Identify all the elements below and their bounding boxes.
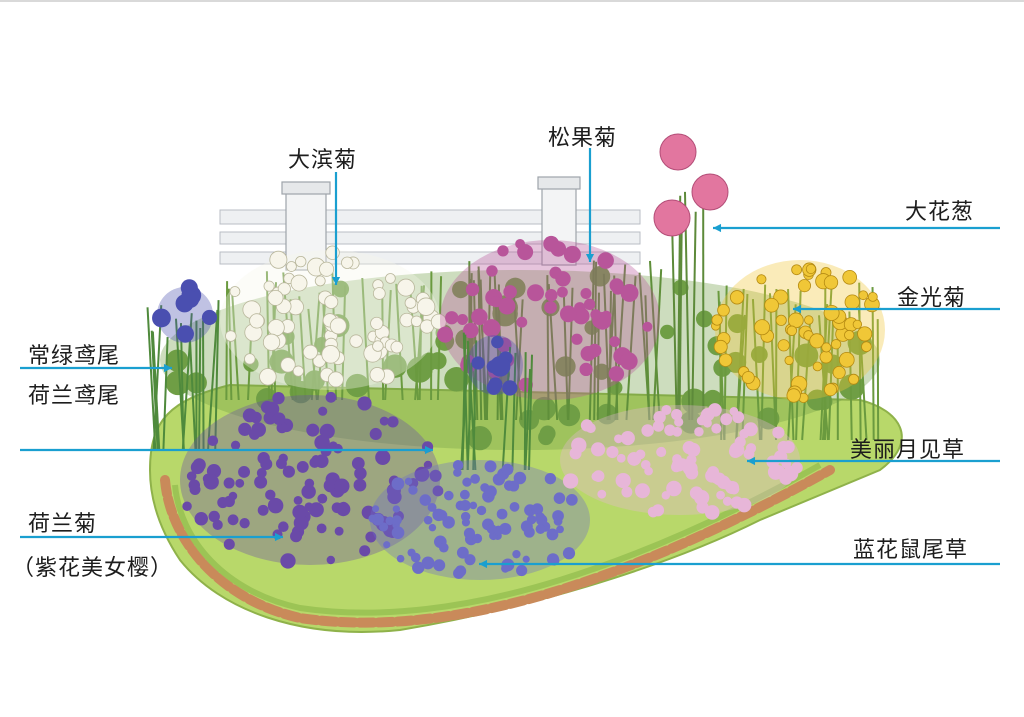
label-dabinju: 大滨菊 <box>288 148 358 173</box>
label-zihua-meinvying: （紫花美女樱） <box>12 556 174 581</box>
leader-dahuacong <box>713 223 1000 233</box>
allium-heads <box>653 133 729 237</box>
leader-shuweicao <box>479 559 1000 569</box>
leader-songguoju <box>585 148 595 262</box>
label-songguoju: 松果菊 <box>548 126 618 151</box>
leader-helanju-line <box>20 445 433 455</box>
label-dahuacong: 大花葱 <box>905 200 975 225</box>
iris-mid-leaves <box>460 332 534 471</box>
leader-yuanwei <box>20 363 172 373</box>
top-border <box>0 0 1024 2</box>
label-jinguangju: 金光菊 <box>897 286 967 311</box>
salvia-cluster <box>368 459 590 580</box>
leader-meinvying <box>20 532 283 542</box>
label-changlv-yuanwei: 常绿鸢尾 <box>28 344 121 369</box>
leader-dabinju <box>331 172 341 285</box>
leader-lines <box>20 148 1000 569</box>
flower-clusters <box>146 133 885 580</box>
primrose-cluster <box>560 403 803 520</box>
label-lanhua-shuweicao: 蓝花鼠尾草 <box>853 538 969 563</box>
leader-jinguangju <box>793 304 1000 314</box>
label-helanju: 荷兰菊 <box>28 512 98 537</box>
leader-meili <box>747 456 1000 466</box>
fence <box>219 176 641 271</box>
iris-left-leaves <box>146 300 220 451</box>
label-meili-yuejiancao: 美丽月见草 <box>850 438 966 463</box>
iris-left-flowers <box>152 279 218 343</box>
daisy-cluster <box>220 245 447 390</box>
label-helan-yuanwei: 荷兰鸢尾 <box>28 384 121 409</box>
rudbeckia-cluster <box>711 260 885 403</box>
iris-mid-flowers <box>467 335 523 396</box>
